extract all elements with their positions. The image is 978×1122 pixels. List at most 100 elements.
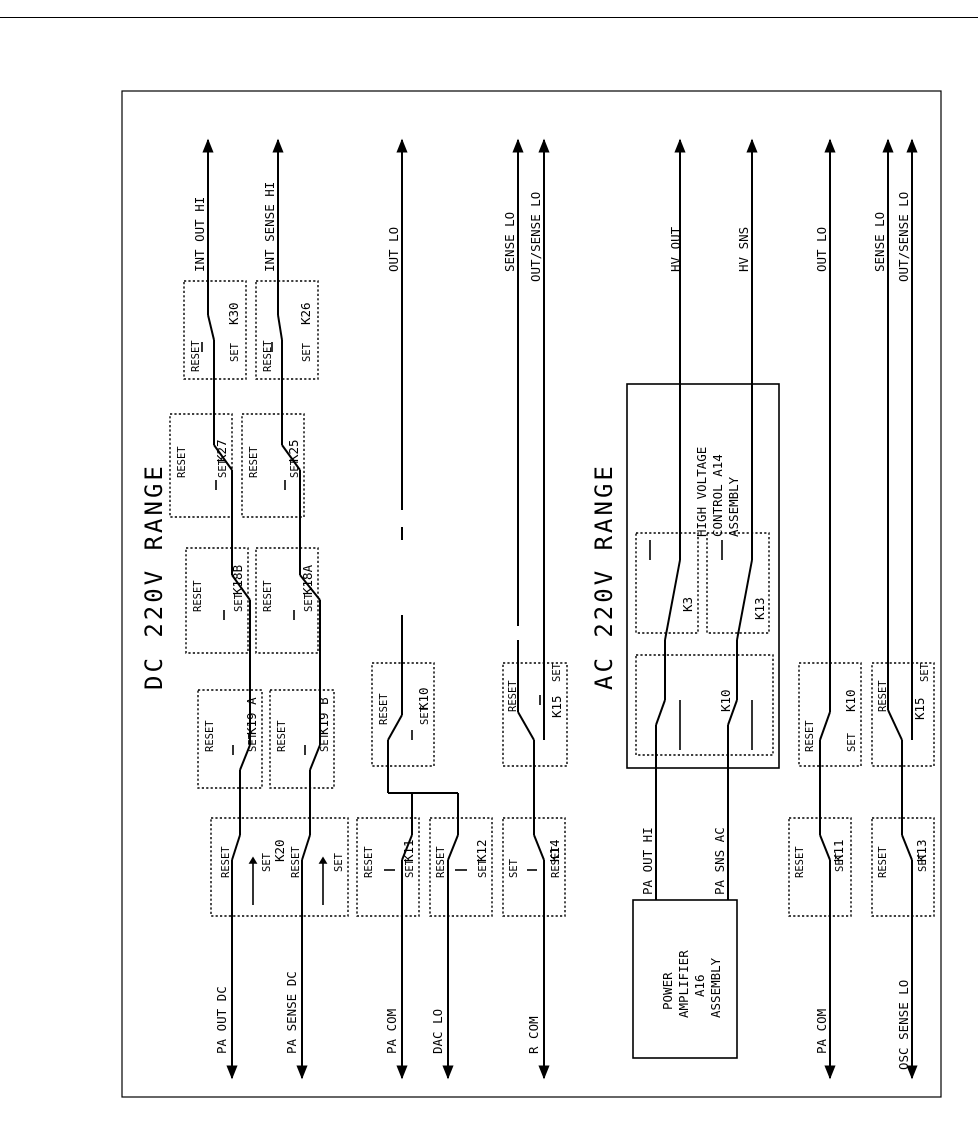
hv-line-1: HIGH VOLTAGE [694,447,709,537]
relay-box-k14 [502,817,566,917]
set-label: SET [917,852,929,872]
relay-box-k15-dc [502,662,568,767]
reset-label: RESET [550,846,562,878]
amp-line-2: AMPLIFIER [676,950,691,1018]
reset-label: RESET [262,340,274,372]
amp-line-3: A16 [692,974,707,997]
hv-line-2: CONTROL A14 [710,454,725,537]
relay-label-k11: K11 [401,839,416,862]
relay-box-k13-ac [871,817,935,917]
relay-box-k10-dc [371,662,435,767]
relay-box-k10-ac [635,654,774,756]
ac-range-title: AC 220V RANGE [590,463,618,690]
reset-label: RESET [290,846,302,878]
relay-box-k11 [356,817,420,917]
power-amplifier-a16-block [632,899,738,1059]
reset-label: RESET [794,846,806,878]
set-label: SET [333,852,345,872]
label-dac-lo: DAC LO [430,1009,445,1054]
high-voltage-control-a14-block [626,383,780,769]
label-r-com: R COM [526,1016,541,1054]
label-out-lo-dc: OUT LO [386,227,401,272]
relay-box-k18b [185,547,249,654]
reset-label: RESET [176,446,188,478]
relay-label-k18a: K18A [300,564,315,595]
set-label: SET [303,592,315,612]
relay-box-k25 [241,413,305,518]
reset-label: RESET [435,846,447,878]
label-sense-lo-dc: SENSE LO [502,212,517,272]
reset-label: RESET [204,720,216,752]
set-label: SET [419,705,431,725]
relay-box-k30 [183,280,247,380]
relay-box-k26 [255,280,319,380]
reset-label: RESET [190,340,202,372]
label-pa-out-hi: PA OUT HI [640,827,655,895]
label-pa-sns-ac: PA SNS AC [712,827,727,895]
set-label: SET [404,858,416,878]
set-label: SET [508,858,520,878]
relay-label-k15-ac: K15 [912,697,927,720]
relay-label-k26: K26 [298,302,313,325]
relay-box-k15-ac [871,662,935,767]
relay-box-k20 [210,817,349,917]
reset-label: RESET [378,693,390,725]
label-pa-out-dc: PA OUT DC [214,986,229,1054]
reset-label: RESET [507,680,519,712]
reset-label: RESET [804,720,816,752]
relay-box-k18a [255,547,319,654]
relay-label-k13-hv: K13 [752,597,767,620]
relay-label-k10-ac2: K10 [843,689,858,712]
page-header-rule [0,17,978,18]
relay-box-k10-ac2 [798,662,862,767]
relay-box-k3 [635,532,699,634]
relay-label-k15-dc: K15 [549,695,564,718]
relay-label-k30: K30 [226,302,241,325]
reset-label: RESET [248,446,260,478]
relay-label-k20: K20 [272,839,287,862]
reset-label: RESET [363,846,375,878]
set-label: SET [919,662,931,682]
set-label: SET [834,852,846,872]
set-label: SET [289,458,301,478]
relay-box-k11-ac [788,817,852,917]
amp-line-4: ASSEMBLY [708,957,723,1018]
relay-label-k25: K25 [286,439,301,462]
set-label: SET [301,342,313,362]
label-pa-com-dc: PA COM [384,1009,399,1054]
figure-frame [121,90,942,1098]
label-pa-sense-dc: PA SENSE DC [284,971,299,1054]
relay-box-k19b [269,689,335,789]
label-osc-sense-lo: OSC SENSE LO [896,980,911,1070]
relay-label-k11-ac: K11 [831,839,846,862]
relay-label-k19a: K19 A [244,697,259,735]
reset-label: RESET [192,580,204,612]
relay-label-k12: K12 [474,839,489,862]
relay-label-k14: K14 [547,839,562,862]
label-int-sense-hi: INT SENSE HI [262,182,277,272]
dc-range-title: DC 220V RANGE [140,463,168,690]
relay-label-k18b: K18B [230,565,245,595]
reset-label: RESET [877,680,889,712]
set-label: SET [319,732,331,752]
set-label: SET [229,342,241,362]
relay-box-k27 [169,413,233,518]
relay-label-k27: K27 [214,439,229,462]
set-label: SET [261,852,273,872]
label-hv-out: HV OUT [668,226,683,272]
reset-label: RESET [220,846,232,878]
set-label: SET [247,732,259,752]
label-out-sense-lo-dc: OUT/SENSE LO [528,192,543,282]
set-label: SET [846,732,858,752]
reset-label: RESET [262,580,274,612]
set-label: SET [217,458,229,478]
label-out-sense-lo-ac: OUT/SENSE LO [896,192,911,282]
label-out-lo-ac: OUT LO [814,227,829,272]
relay-label-k10-ac: K10 [718,689,733,712]
label-pa-com-ac: PA COM [814,1009,829,1054]
label-int-out-hi: INT OUT HI [192,197,207,272]
reset-label: RESET [877,846,889,878]
relay-box-k12 [429,817,493,917]
relay-label-k19b: K19 B [316,697,331,735]
